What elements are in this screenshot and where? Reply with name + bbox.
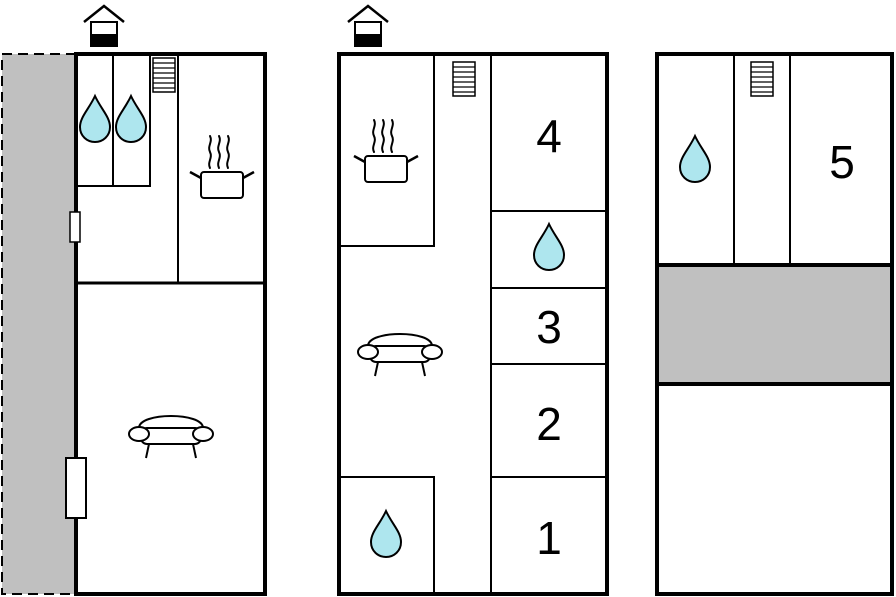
cooking-pot-icon: [352, 118, 420, 184]
house-entrance-icon: [82, 4, 126, 48]
kitchen-room: [338, 53, 435, 247]
stairs-icon: [750, 61, 774, 97]
bath-room-bottom: [338, 476, 435, 595]
window-icon: [69, 211, 81, 243]
water-drop-icon: [115, 95, 147, 143]
sofa-icon: [357, 333, 443, 377]
room-number-3: 3: [536, 301, 562, 353]
stairs-icon: [452, 61, 476, 97]
water-drop-icon: [533, 223, 565, 271]
left-floor: [1, 4, 267, 596]
terrace-strip: [2, 54, 76, 594]
water-drop-icon: [679, 135, 711, 183]
room-number-2: 2: [536, 398, 562, 450]
sofa-icon: [128, 415, 214, 459]
water-drop-icon: [79, 95, 111, 143]
house-entrance-icon: [346, 4, 390, 48]
room-number-5: 5: [829, 136, 855, 188]
cooking-pot-icon: [188, 134, 256, 200]
right-lower-room: [655, 382, 894, 596]
right-floor: 5: [655, 52, 894, 596]
room-number-4: 4: [536, 110, 562, 162]
room-number-1: 1: [536, 512, 562, 564]
left-outer-wall: [74, 52, 267, 596]
middle-outer-wall: [337, 52, 609, 596]
right-terrace: [655, 263, 894, 386]
middle-floor: 4 3 2 1: [337, 4, 609, 596]
stairs-icon: [152, 57, 176, 93]
water-drop-icon: [370, 510, 402, 558]
terrace-dashed-border: [1, 53, 76, 595]
door-icon: [65, 457, 87, 519]
